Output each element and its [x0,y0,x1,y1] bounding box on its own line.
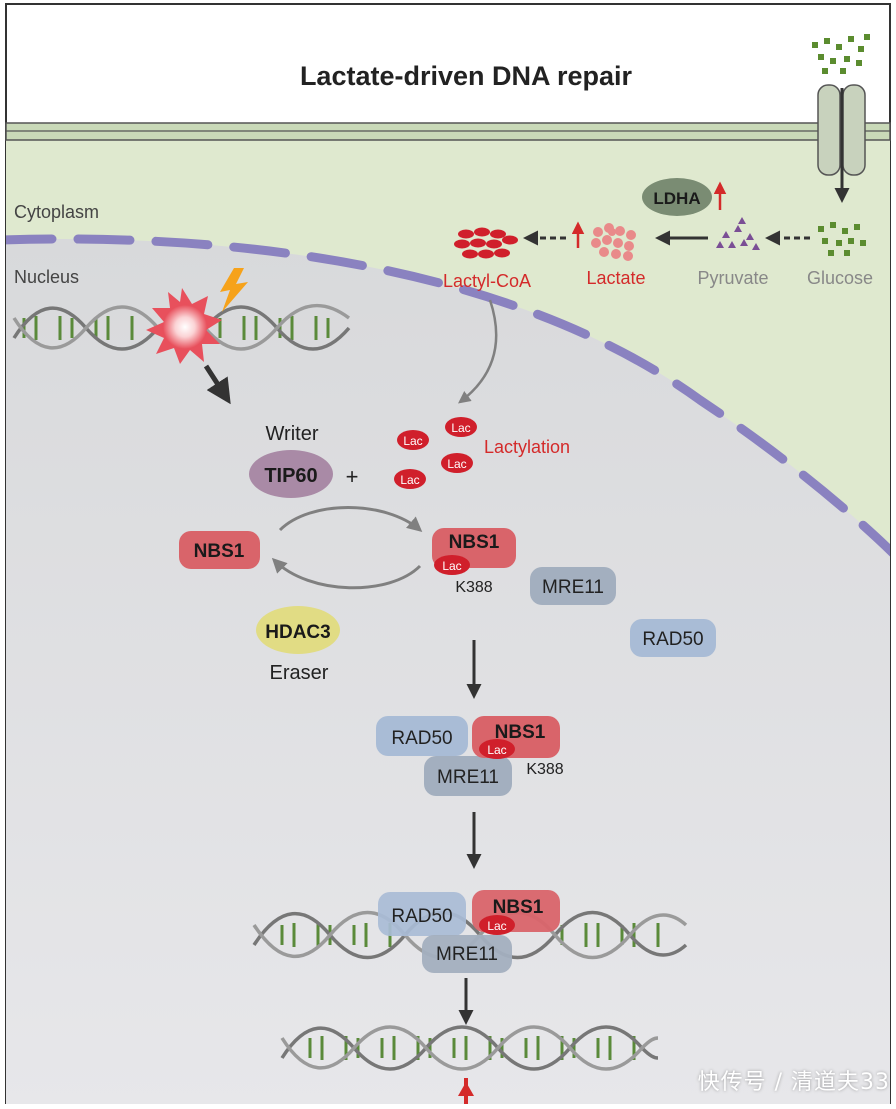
lac-group: Lac Lac Lac Lac [394,417,477,489]
tip60-label: TIP60 [264,465,317,487]
diagram-title: Lactate-driven DNA repair [300,61,633,91]
damaged-dna-helix [12,303,351,351]
nucleus-label: Nucleus [14,267,79,287]
watermark: 快传号 / 清道夫33 [697,1070,890,1095]
hdac3-enzyme [256,606,340,654]
rad50-label: RAD50 [642,629,703,650]
glucose-transporter-icon [817,84,866,176]
lac-tag: Lac [487,743,506,757]
cytoplasm-label: Cytoplasm [14,202,99,222]
glucose-label: Glucose [807,268,873,288]
lac-tag: Lac [403,434,422,448]
rad50-label: RAD50 [391,728,452,749]
repaired-dna-helix [280,1025,659,1071]
lac-tag: Lac [447,457,466,471]
nbs1-label: NBS1 [449,532,500,553]
mre11-label: MRE11 [542,577,604,598]
mre11-label: MRE11 [436,944,498,965]
mrn-complex-on-dna: RAD50 MRE11 NBS1 Lac [378,890,560,973]
eraser-label: Eraser [270,662,329,684]
mre11-protein [422,935,512,973]
nbs1-protein [179,531,260,569]
plus-sign: + [346,464,359,489]
lactate-icon [591,223,636,261]
rad50-protein [376,716,468,756]
ldha-label: LDHA [653,189,700,208]
lac-tag: Lac [442,559,461,573]
mrn-complex: RAD50 MRE11 NBS1 Lac K388 [376,716,564,796]
nbs1-label: NBS1 [495,722,546,743]
lac-tag: Lac [451,421,470,435]
ldha-enzyme [642,178,712,216]
rad50-protein [378,892,466,936]
rad50-label: RAD50 [391,906,452,927]
nucleus-region [6,239,890,1104]
tip60-enzyme [249,450,333,498]
pyruvate-icon [716,217,760,250]
lactate-label: Lactate [586,268,645,288]
lactyl-coa-label: Lactyl-CoA [443,271,531,291]
mre11-label: MRE11 [437,767,499,788]
mre11-protein [424,756,512,796]
lightning-bolt-icon [220,268,248,312]
lactylation-label: Lactylation [484,437,570,457]
mre11-protein [530,567,616,605]
nbs1-label: NBS1 [493,897,544,918]
nuclear-envelope [6,234,890,557]
glucose-icon [818,222,866,256]
pyruvate-label: Pyruvate [697,268,768,288]
writer-label: Writer [266,423,319,445]
rad50-protein [630,619,716,657]
lactyl-coa-icon [454,227,518,259]
k388-site-label: K388 [526,761,563,778]
extracellular-glucose-icon [812,34,870,74]
nbs1-label: NBS1 [194,541,245,562]
k388-site-label: K388 [455,579,492,596]
hdac3-label: HDAC3 [265,622,330,643]
lac-tag: Lac [487,919,506,933]
lac-tag: Lac [400,473,419,487]
